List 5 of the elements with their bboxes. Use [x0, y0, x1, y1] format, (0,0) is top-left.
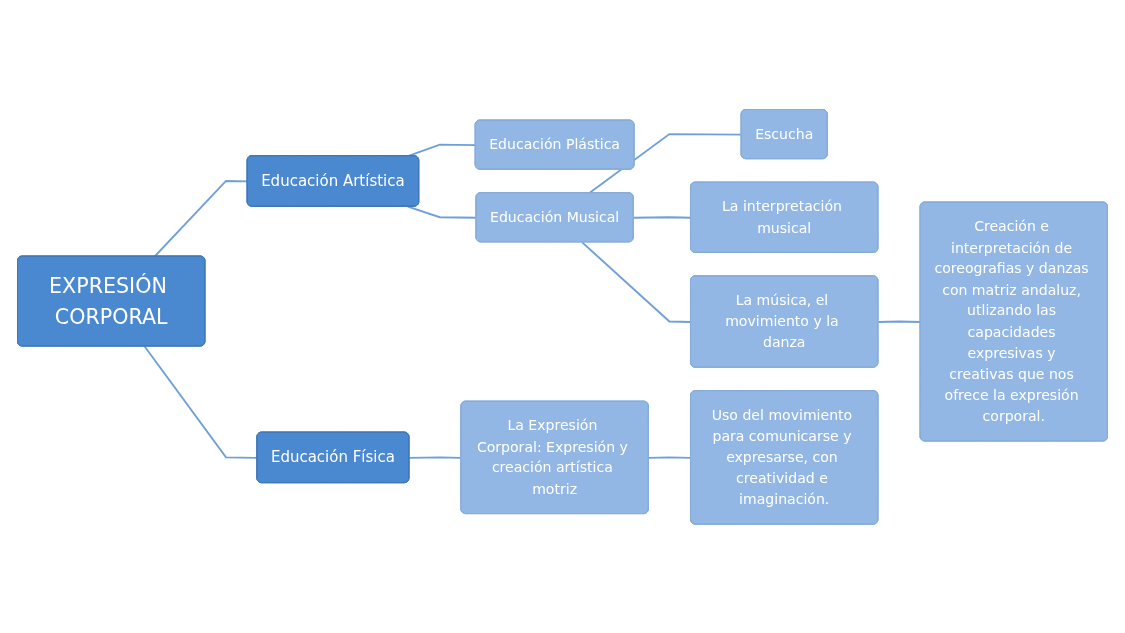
connector — [647, 456, 692, 459]
connector — [588, 132, 743, 194]
connector — [632, 216, 692, 219]
connector — [877, 320, 922, 323]
connector — [581, 241, 692, 323]
